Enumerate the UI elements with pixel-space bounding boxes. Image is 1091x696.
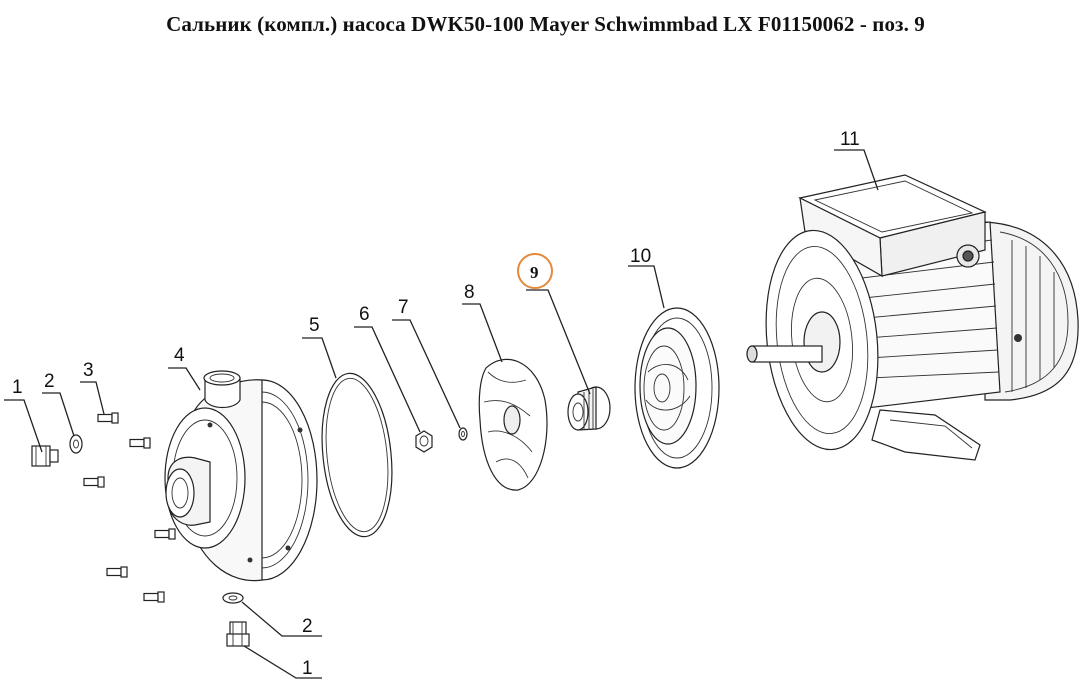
callout-3: 3 — [83, 360, 94, 381]
callout-10: 10 — [630, 246, 651, 267]
callout-7: 7 — [398, 297, 409, 318]
leader-lines — [4, 149, 879, 679]
plug-bolt-icon — [31, 445, 250, 647]
seal-plate-icon — [634, 307, 720, 469]
callout-2-bottom: 2 — [302, 616, 313, 637]
callout-2-top: 2 — [44, 371, 55, 392]
mechanical-seal-icon — [567, 386, 611, 431]
highlight-circle — [517, 253, 553, 289]
washer-icon — [69, 434, 244, 604]
impeller-icon — [478, 358, 548, 491]
nut-icon — [415, 430, 433, 453]
page-title: Сальник (компл.) насоса DWK50-100 Mayer … — [166, 12, 925, 36]
o-ring-icon — [321, 372, 393, 538]
callout-4: 4 — [174, 345, 185, 366]
callout-1-top: 1 — [12, 377, 23, 398]
callout-1-bottom: 1 — [302, 658, 313, 679]
callout-5: 5 — [309, 315, 320, 336]
callout-9: 9 — [530, 263, 539, 282]
motor-icon — [746, 174, 1079, 461]
callout-8: 8 — [464, 282, 475, 303]
callout-11: 11 — [840, 129, 860, 150]
callout-6: 6 — [359, 304, 370, 325]
small-washer-icon — [458, 427, 468, 441]
screw-icon — [83, 412, 176, 603]
pump-casing-icon — [164, 370, 318, 582]
